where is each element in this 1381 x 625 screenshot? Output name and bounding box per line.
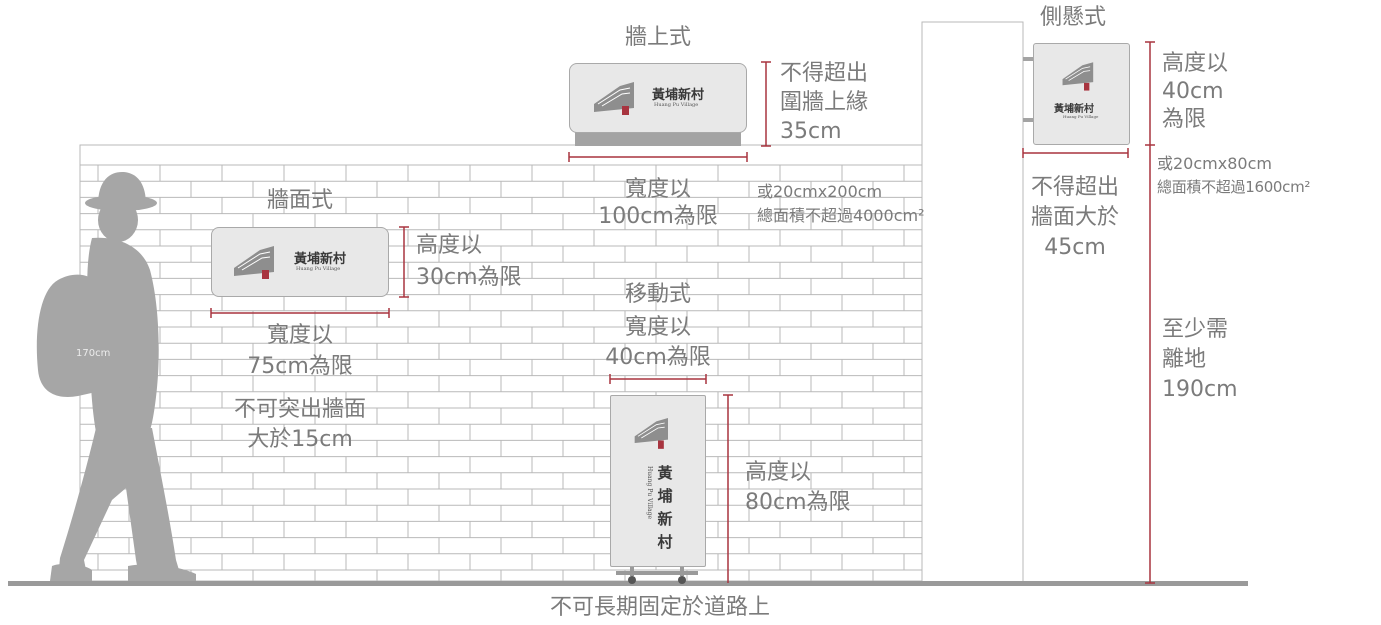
footer-note: 不可長期固定於道路上: [549, 595, 770, 620]
hanging-sign-height-3: 為限: [1162, 107, 1207, 132]
village-logo-icon: [594, 82, 634, 115]
clearance-2: 離地: [1162, 347, 1207, 372]
hanging-sign-height-1: 高度以: [1162, 51, 1229, 76]
logo-name-en: Huang Pu Village: [296, 266, 341, 272]
logo-name-zh-vertical: 黃埔新村: [657, 464, 673, 551]
wall-sign-height-1: 高度以: [416, 233, 483, 258]
hanging-sign: 黃埔新村 Huang Pu Village: [1033, 43, 1130, 145]
logo-name-zh: 黃埔新村: [1054, 104, 1094, 115]
wall-top-sign-base: [575, 131, 741, 146]
wall-top-sign-height-1: 不得超出: [780, 61, 869, 86]
wall-top-sign-width-1: 寬度以: [624, 177, 691, 202]
hanging-sign-width-3: 45cm: [1044, 235, 1106, 260]
wall-sign-width-2: 75cm為限: [247, 354, 353, 379]
movable-sign-width-2: 40cm為限: [605, 345, 711, 370]
movable-sign-stand: [616, 566, 698, 584]
logo-name-en: Huang Pu Village: [1063, 114, 1099, 119]
hanging-sign-area-1: 或20cmx80cm: [1157, 154, 1272, 173]
wall-top-sign-area-2: 總面積不超過4000cm²: [757, 206, 925, 225]
movable-sign-logo: 黃埔新村 Huang Pu Village: [611, 396, 707, 568]
wall-top-sign-title: 牆上式: [624, 25, 691, 50]
wall-top-sign-height-2: 圍牆上緣: [780, 90, 869, 115]
hanging-sign-width-1: 不得超出: [1030, 175, 1119, 200]
wall-top-sign-height-3: 35cm: [780, 119, 842, 144]
wall-top-sign-width-2: 100cm為限: [598, 204, 718, 229]
wall-sign-width-1: 寬度以: [266, 323, 333, 348]
movable-sign-width-1: 寬度以: [624, 315, 691, 340]
wall-top-sign: 黃埔新村 Huang Pu Village: [569, 63, 747, 133]
wall-top-sign-logo: 黃埔新村 Huang Pu Village: [592, 78, 704, 122]
logo-name-en-vertical: Huang Pu Village: [646, 466, 653, 520]
hanging-sign-title: 側懸式: [1040, 5, 1107, 30]
wall-sign-protrusion-2: 大於15cm: [247, 427, 353, 452]
hanging-sign-logo: 黃埔新村 Huang Pu Village: [1034, 44, 1131, 146]
wall-top-sign-area-1: 或20cmx200cm: [757, 182, 883, 201]
movable-sign-height-2: 80cm為限: [745, 490, 851, 515]
person-silhouette: [36, 172, 196, 581]
logo-name-en: Huang Pu Village: [654, 102, 699, 108]
hanging-sign-width-2: 牆面大於: [1030, 205, 1119, 230]
movable-sign-title: 移動式: [624, 282, 691, 307]
hanging-sign-height-2: 40cm: [1162, 79, 1224, 104]
clearance-3: 190cm: [1162, 377, 1238, 402]
person-height-label: 170cm: [76, 348, 111, 359]
wall-sign-protrusion-1: 不可突出牆面: [233, 397, 366, 422]
dimension-lines: [210, 41, 1155, 584]
wall-cap: [79, 144, 923, 166]
brick-wall: [79, 164, 923, 582]
wall-sign-height-2: 30cm為限: [416, 265, 522, 290]
hanging-sign-area-2: 總面積不超過1600cm²: [1157, 178, 1311, 196]
village-logo-icon: [234, 246, 274, 279]
village-logo-icon: [1062, 62, 1094, 91]
hanging-sign-brackets: [1023, 57, 1033, 122]
wall-sign: 黃埔新村 Huang Pu Village: [211, 227, 389, 297]
wall-pillar: [921, 21, 1024, 584]
movable-sign-height-1: 高度以: [745, 460, 812, 485]
logo-name-zh: 黃埔新村: [652, 88, 705, 103]
village-logo-icon: [634, 418, 668, 449]
ground-line: [8, 581, 1248, 586]
clearance-1: 至少需: [1162, 317, 1229, 342]
wall-sign-logo: 黃埔新村 Huang Pu Village: [232, 242, 346, 286]
logo-name-zh: 黃埔新村: [294, 252, 347, 267]
movable-sign: 黃埔新村 Huang Pu Village: [610, 395, 706, 567]
wall-sign-title: 牆面式: [266, 188, 333, 213]
